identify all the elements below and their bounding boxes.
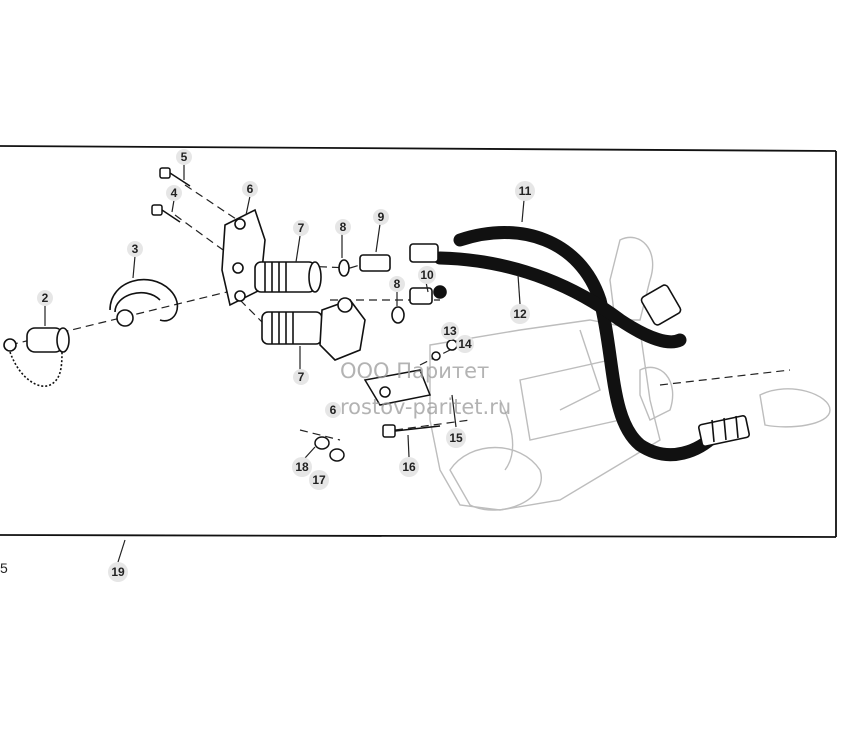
- svg-text:13: 13: [443, 324, 457, 338]
- dust-cap-part-2: [3, 327, 70, 387]
- svg-text:18: 18: [295, 460, 309, 474]
- svg-text:15: 15: [449, 431, 463, 445]
- svg-text:10: 10: [420, 268, 434, 282]
- svg-text:4: 4: [171, 186, 178, 200]
- side-label: 5: [0, 560, 8, 576]
- callout-2: 2: [37, 290, 53, 306]
- coupler-upper-part-7: [254, 261, 322, 293]
- svg-text:14: 14: [458, 337, 472, 351]
- svg-text:6: 6: [247, 182, 254, 196]
- hose-fittings: [409, 243, 751, 447]
- callout-8-lower: 8: [389, 276, 405, 292]
- orings-adapters: [338, 254, 447, 324]
- svg-text:9: 9: [378, 210, 385, 224]
- callout-3: 3: [127, 241, 143, 257]
- diagram-frame: [0, 145, 837, 538]
- svg-text:7: 7: [298, 370, 305, 384]
- callout-15: 15: [446, 428, 466, 448]
- callout-13: 13: [441, 322, 459, 340]
- svg-text:6: 6: [330, 403, 337, 417]
- callout-6-lower: 6: [325, 402, 341, 418]
- callout-18: 18: [292, 457, 312, 477]
- callout-17: 17: [309, 470, 329, 490]
- tractor-housing-outline: [429, 236, 831, 511]
- hose-11: [453, 226, 722, 461]
- callout-19: 19: [108, 562, 128, 582]
- svg-text:19: 19: [111, 565, 125, 579]
- callout-6: 6: [242, 181, 258, 197]
- svg-text:2: 2: [42, 291, 49, 305]
- callout-16: 16: [399, 457, 419, 477]
- svg-text:3: 3: [132, 242, 139, 256]
- callout-10: 10: [418, 266, 436, 284]
- svg-text:11: 11: [519, 184, 532, 198]
- svg-text:8: 8: [340, 220, 347, 234]
- callout-5: 5: [176, 149, 192, 165]
- svg-text:17: 17: [312, 473, 326, 487]
- callout-8-upper: 8: [335, 219, 351, 235]
- watermark: ООО Паритет rostov-paritet.ru: [340, 359, 511, 419]
- hose-12: [433, 251, 687, 349]
- callout-12: 12: [510, 304, 530, 324]
- svg-text:12: 12: [513, 307, 527, 321]
- bracket-clip-part-3: [109, 278, 179, 327]
- callout-4: 4: [166, 185, 182, 201]
- svg-text:5: 5: [181, 150, 188, 164]
- coupler-lower-part-7: [261, 297, 366, 361]
- callout-7-upper: 7: [293, 220, 309, 236]
- callouts: 5 4 6 3 2 7 8 9 10 8 11 12 13 14 7 6 15 …: [37, 149, 535, 582]
- lower-bracket-bolt-nuts: [314, 339, 458, 462]
- svg-text:7: 7: [298, 221, 305, 235]
- watermark-url: rostov-paritet.ru: [340, 395, 511, 419]
- callout-11: 11: [515, 181, 535, 201]
- svg-text:16: 16: [402, 460, 416, 474]
- bolts-part-4-5: [151, 167, 191, 223]
- callout-9: 9: [373, 209, 389, 225]
- callout-stems: [44, 164, 525, 563]
- svg-text:8: 8: [394, 277, 401, 291]
- watermark-company: ООО Паритет: [340, 359, 489, 383]
- callout-14: 14: [456, 335, 474, 353]
- callout-7-lower: 7: [293, 369, 309, 385]
